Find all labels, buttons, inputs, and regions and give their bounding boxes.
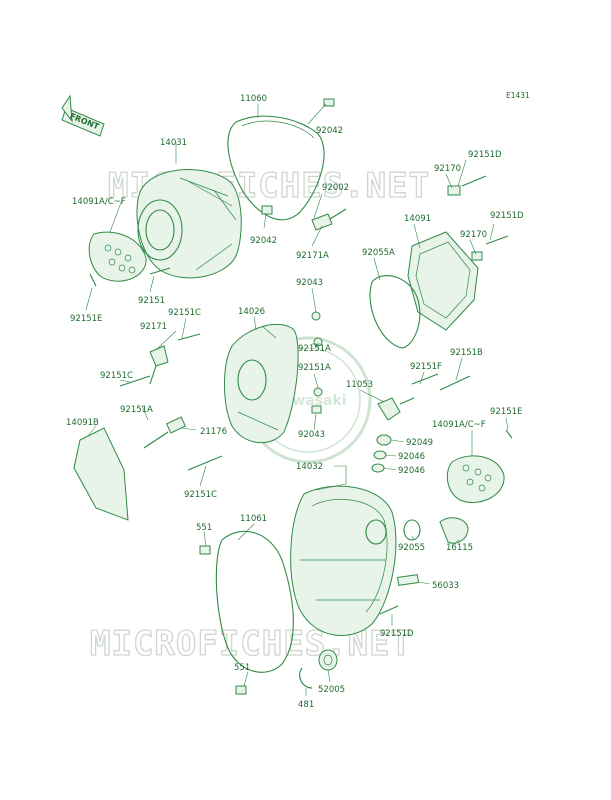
oring-92055 <box>403 519 421 541</box>
label-92171: 92171 <box>140 322 167 332</box>
label-92151d-lower: 92151D <box>380 629 414 639</box>
label-481: 481 <box>298 700 314 710</box>
label-92151a-upper: 92151A <box>298 344 331 354</box>
dowel-92151a-lower <box>313 387 323 397</box>
bolt-92151d-mid <box>485 235 509 245</box>
label-92151f: 92151F <box>410 362 442 372</box>
label-14026: 14026 <box>238 307 265 317</box>
label-92171a: 92171A <box>296 251 329 261</box>
label-52005: 52005 <box>318 685 345 695</box>
cover-14026 <box>224 323 299 444</box>
dowel-92043 <box>311 405 322 414</box>
crankcase-cover-14032 <box>290 485 397 636</box>
bolt-92151d-lower <box>379 605 399 615</box>
cover-14091 <box>407 231 479 331</box>
leader-lines <box>85 103 509 696</box>
label-92049: 92049 <box>406 438 433 448</box>
seal-52005 <box>318 649 338 671</box>
dowel-92043-top <box>311 311 321 321</box>
dowel-551-lower <box>235 685 247 695</box>
label-92151b: 92151B <box>450 348 483 358</box>
label-92151c-top: 92151C <box>168 308 201 318</box>
diagram-code: E1431 <box>506 91 530 100</box>
label-551-lower: 551 <box>234 663 250 673</box>
part-labels: 11060 92042 14031 92002 14091A/C~F 92042… <box>66 94 524 710</box>
label-11053: 11053 <box>346 380 373 390</box>
label-14032: 14032 <box>296 462 323 472</box>
label-92151d-upper: 92151D <box>468 150 502 160</box>
label-14091acf-right: 14091A/C~F <box>432 420 486 430</box>
cover-14091-right <box>446 455 505 504</box>
gasket-11060 <box>227 115 325 221</box>
label-92151c-bottom: 92151C <box>184 490 217 500</box>
label-92151: 92151 <box>138 296 165 306</box>
label-92151a-lower: 92151A <box>298 363 331 373</box>
label-92151d-mid: 92151D <box>490 211 524 221</box>
bolt-92151d-upper <box>461 175 487 187</box>
label-92046-b: 92046 <box>398 466 425 476</box>
gasket-11061 <box>215 530 294 673</box>
label-14091: 14091 <box>404 214 431 224</box>
label-92055a: 92055A <box>362 248 395 258</box>
dowel-92042-mid <box>261 205 273 215</box>
bracket-92171 <box>149 345 169 385</box>
front-arrow-icon: FRONT <box>61 94 105 137</box>
gasket-92055a <box>369 275 421 349</box>
bolt-92151e-left <box>89 273 97 287</box>
label-92002: 92002 <box>322 183 349 193</box>
label-92151e-left: 92151E <box>70 314 102 324</box>
lever-11053 <box>377 397 415 421</box>
label-92043-top: 92043 <box>296 278 323 288</box>
bolt-92151e-right <box>505 429 513 439</box>
label-11060: 11060 <box>240 94 267 104</box>
label-92170-lower: 92170 <box>460 230 487 240</box>
label-92055: 92055 <box>398 543 425 553</box>
bolt-92151c-top <box>177 333 201 341</box>
label-11061: 11061 <box>240 514 267 524</box>
label-92170-upper: 92170 <box>434 164 461 174</box>
circlip-481 <box>299 667 313 689</box>
label-92042-mid: 92042 <box>250 236 277 246</box>
bolt-92151b <box>439 375 471 391</box>
label-56033 <box>396 574 420 586</box>
bearing-92046-a <box>373 450 387 460</box>
dowel-92042-top <box>323 98 335 107</box>
label-14091b: 14091B <box>66 418 99 428</box>
label-14091acf-left: 14091A/C~F <box>72 197 126 207</box>
label-92151e-right: 92151E <box>490 407 522 417</box>
seal-92049 <box>376 434 392 446</box>
bolt-92170-upper <box>447 185 461 196</box>
bolt-92151 <box>149 267 171 275</box>
bolt-92151c-bottom <box>187 455 223 471</box>
label-16115: 16115 <box>446 543 473 553</box>
cover-14091-left <box>88 231 147 282</box>
bearing-92046-b <box>371 463 385 473</box>
cap-16115 <box>439 517 469 544</box>
bolt-92170-lower <box>471 251 483 261</box>
dowel-551-upper <box>199 545 211 555</box>
bolt-92151f <box>411 373 439 385</box>
cover-14091b <box>73 427 129 521</box>
label-92046-a: 92046 <box>398 452 425 462</box>
generator-cover-14031 <box>136 169 242 279</box>
bolt-92151c-left <box>119 375 151 387</box>
label-92042-top: 92042 <box>316 126 343 136</box>
sensor-21176 <box>143 416 187 449</box>
label-92151c-left: 92151C <box>100 371 133 381</box>
label-14031: 14031 <box>160 138 187 148</box>
label-92151a-left: 92151A <box>120 405 153 415</box>
label-56033: 56033 <box>432 581 459 591</box>
label-551-upper: 551 <box>196 523 212 533</box>
label-21176: 21176 <box>200 427 227 437</box>
plug-92171a <box>311 208 347 231</box>
label-92043-lower: 92043 <box>298 430 325 440</box>
